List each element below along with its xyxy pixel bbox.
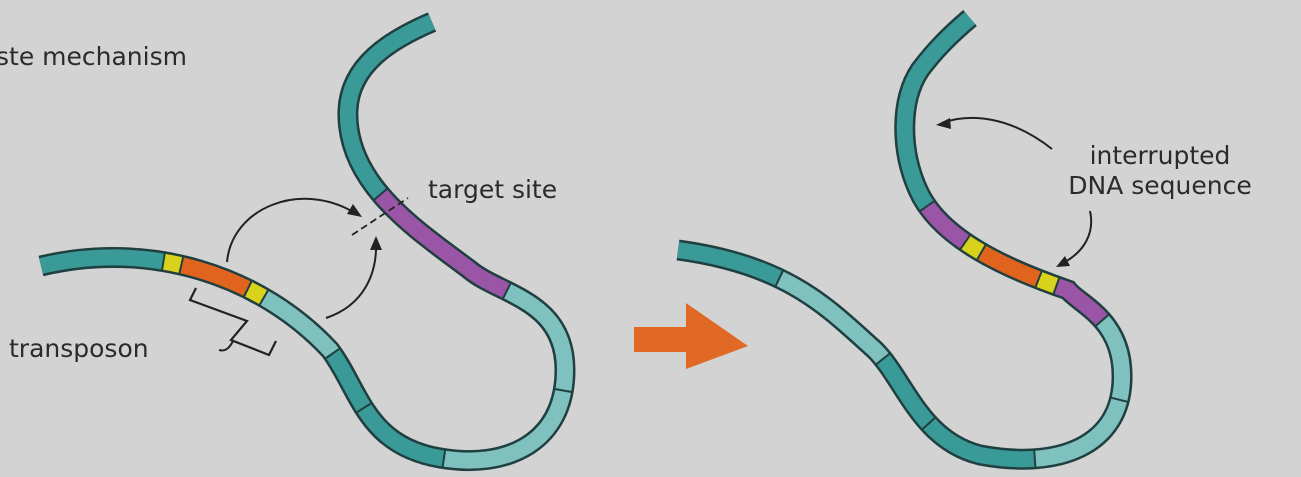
interrupted-dna-label: interrupted DNA sequence bbox=[1030, 141, 1290, 201]
left-strand-segment-dna-4 bbox=[41, 22, 565, 461]
left-strand-segment-flank-1 bbox=[41, 22, 565, 461]
left-strand-segment-flank-2 bbox=[41, 22, 565, 461]
left-strand-outline bbox=[41, 22, 565, 461]
target-site-label: target site bbox=[428, 175, 557, 205]
transposon-label: transposon bbox=[9, 334, 149, 364]
left-strand-segment-dna bbox=[41, 22, 565, 461]
before-transposition bbox=[41, 22, 573, 469]
right-strand-boundary bbox=[1034, 449, 1035, 469]
interrupted-label-line1: interrupted bbox=[1030, 141, 1290, 171]
after-transposition bbox=[678, 18, 1129, 469]
left-strand-segment-dna-light-3 bbox=[41, 22, 565, 461]
transposon-pointer bbox=[219, 341, 233, 350]
left-strand-segment-dna-3 bbox=[41, 22, 565, 461]
right-arrow-icon bbox=[634, 303, 748, 369]
interrupted-pointer-bottom bbox=[1063, 211, 1091, 263]
left-strand-segment-dna-light-2 bbox=[41, 22, 565, 461]
left-strand-segment-target-site bbox=[41, 22, 565, 461]
left-strand-segment-dna-light-1 bbox=[41, 22, 565, 461]
left-strand-segment-dna-2 bbox=[41, 22, 565, 461]
left-strand-segment-transposon bbox=[41, 22, 565, 461]
right-strand-segment-dna-2 bbox=[678, 18, 1122, 459]
interrupted-label-line2: DNA sequence bbox=[1030, 171, 1290, 201]
mechanism-title: ste mechanism bbox=[0, 42, 187, 72]
